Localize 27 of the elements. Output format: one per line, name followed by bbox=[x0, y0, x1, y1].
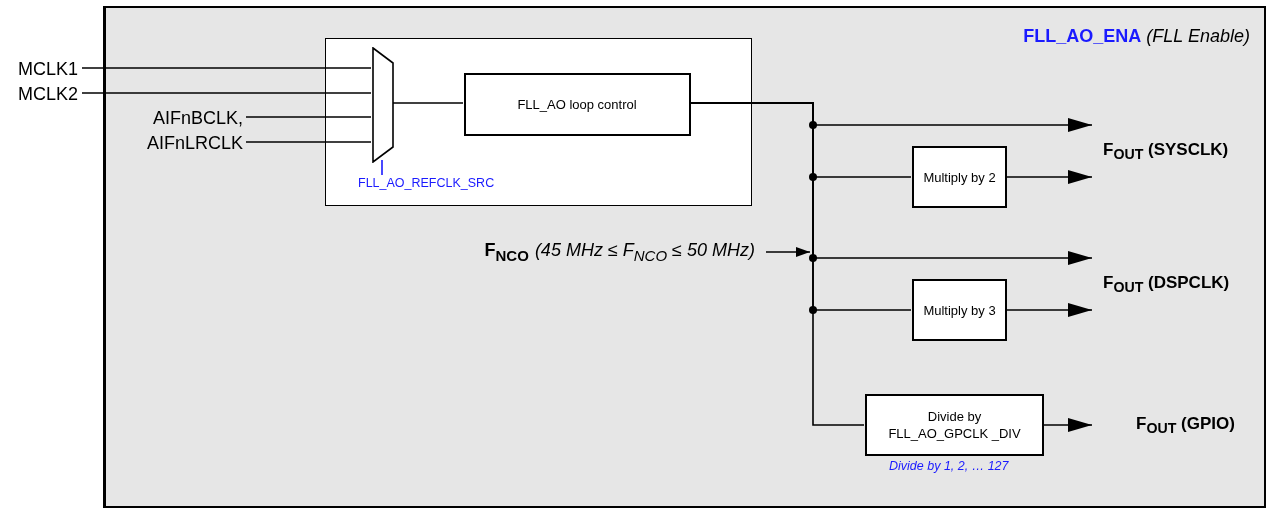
output-label: F$_{OUT}$ (SYSCLK) bbox=[1103, 139, 1229, 163]
frequency-range: (45 MHz ≤ F$_{NCO}$ ≤ 50 MHz) bbox=[534, 240, 755, 264]
divider-range-note: Divide by 1, 2, … 127 bbox=[889, 459, 1009, 473]
arrow bbox=[1005, 170, 1093, 184]
multiplier-box: Multiply by 3 bbox=[912, 279, 1007, 341]
signal-label: AIFnBCLK, bbox=[152, 107, 244, 129]
arrow bbox=[765, 247, 811, 257]
multiplier-box: Multiply by 2 bbox=[912, 146, 1007, 208]
enable-signal-label: FLL_AO_ENA bbox=[1023, 26, 1142, 46]
block-panel bbox=[103, 6, 1266, 508]
signal-line bbox=[81, 92, 372, 94]
select-signal-label: FLL_AO_REFCLK_SRC bbox=[358, 176, 495, 190]
signal-label: MCLK1 bbox=[17, 58, 79, 80]
signal-line bbox=[245, 116, 372, 118]
enable-description: (FLL Enable) bbox=[1146, 26, 1250, 46]
signal-label: AIFnLRCLK bbox=[146, 132, 244, 154]
frequency-label: F$_{NCO}$ bbox=[484, 240, 529, 264]
output-label: F$_{OUT}$ (GPIO) bbox=[1136, 413, 1235, 437]
arrow bbox=[1042, 418, 1093, 432]
process-box: FLL_AO loop control bbox=[463, 72, 691, 136]
fll-block bbox=[325, 38, 752, 206]
signal-label: MCLK2 bbox=[17, 83, 79, 105]
signal-line bbox=[392, 102, 464, 104]
signal-line bbox=[81, 67, 372, 69]
arrow bbox=[1005, 303, 1093, 317]
output-label: F$_{OUT}$ (DSPCLK) bbox=[1103, 272, 1230, 296]
signal-line bbox=[245, 141, 372, 143]
